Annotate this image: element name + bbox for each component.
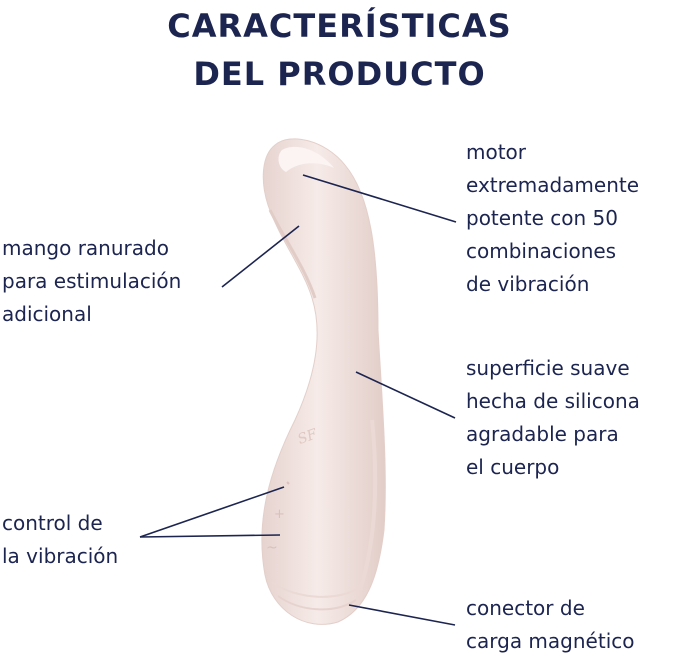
feature-surface: superficie suave hecha de silicona agrad… bbox=[466, 352, 640, 484]
feature-motor-line: de vibración bbox=[466, 272, 590, 296]
title-line-1: CARACTERÍSTICAS bbox=[167, 7, 512, 45]
feature-motor: motor extremadamente potente con 50 comb… bbox=[466, 136, 639, 301]
feature-charger-line: carga magnético bbox=[466, 629, 635, 653]
feature-surface-line: superficie suave bbox=[466, 356, 630, 380]
feature-control-line: control de bbox=[2, 511, 103, 535]
feature-handle-line: adicional bbox=[2, 302, 92, 326]
product-device: SF + ~ bbox=[261, 138, 386, 625]
feature-motor-line: motor bbox=[466, 140, 527, 164]
feature-motor-line: extremadamente bbox=[466, 173, 640, 197]
feature-handle-line: para estimulación bbox=[2, 269, 182, 293]
wave-button-icon[interactable]: ~ bbox=[266, 540, 278, 556]
feature-charger: conector de carga magnético bbox=[466, 592, 634, 658]
plus-button-icon[interactable]: + bbox=[274, 507, 285, 522]
feature-handle-line: mango ranurado bbox=[2, 236, 169, 260]
feature-motor-line: potente con 50 bbox=[466, 206, 618, 230]
feature-control: control de la vibración bbox=[2, 507, 118, 573]
callout-line-handle bbox=[221, 225, 300, 288]
power-icon[interactable] bbox=[286, 481, 290, 485]
page-title: CARACTERÍSTICAS DEL PRODUCTO bbox=[0, 2, 679, 98]
device-base-ridge-1 bbox=[277, 595, 357, 611]
callout-line-surface bbox=[355, 371, 456, 419]
feature-motor-line: combinaciones bbox=[466, 239, 617, 263]
feature-surface-line: agradable para bbox=[466, 422, 619, 446]
device-groove bbox=[268, 209, 317, 299]
device-body bbox=[261, 138, 386, 625]
device-head-highlight bbox=[278, 146, 334, 172]
brand-mark: SF bbox=[296, 426, 321, 448]
feature-handle: mango ranurado para estimulación adicion… bbox=[2, 232, 181, 331]
callout-line-control-1 bbox=[139, 486, 285, 538]
device-side-ridge bbox=[358, 419, 378, 591]
callout-lines bbox=[139, 174, 457, 626]
feature-surface-line: el cuerpo bbox=[466, 455, 560, 479]
feature-surface-line: hecha de silicona bbox=[466, 389, 640, 413]
feature-charger-line: conector de bbox=[466, 596, 585, 620]
feature-control-line: la vibración bbox=[2, 544, 119, 568]
title-line-2: DEL PRODUCTO bbox=[193, 55, 486, 93]
device-base-ridge-2 bbox=[271, 581, 363, 598]
callout-line-charger bbox=[348, 604, 456, 626]
callout-line-control-2 bbox=[139, 534, 281, 538]
callout-line-motor bbox=[302, 174, 457, 223]
